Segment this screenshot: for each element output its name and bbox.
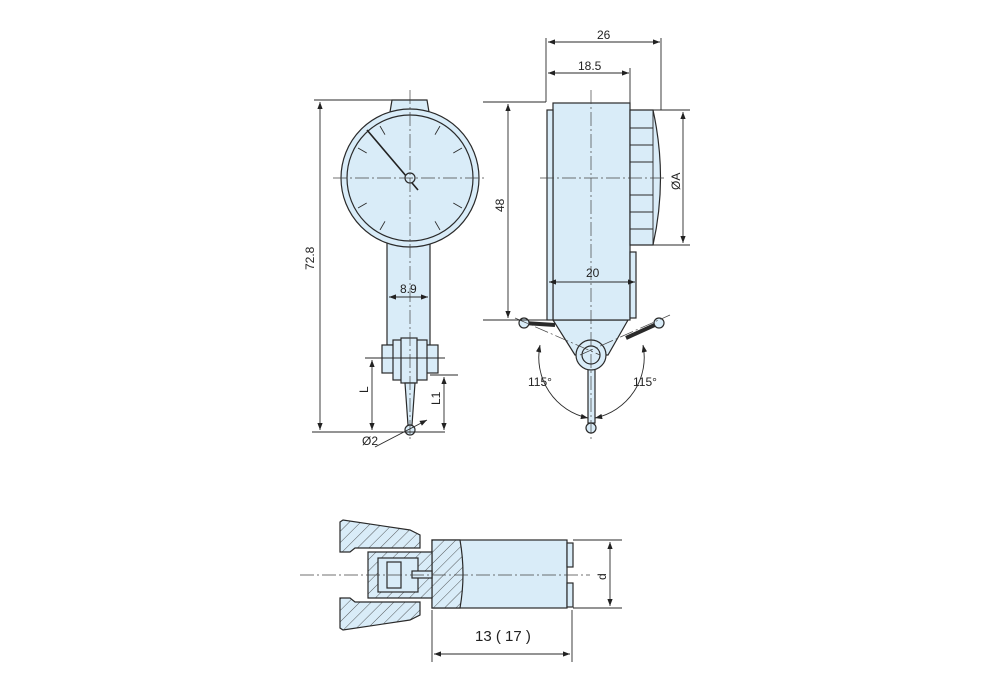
dial-tick [357, 202, 367, 209]
dim-body-width: 20 [586, 266, 600, 280]
side-view: 115° 115° 26 18.5 48 ØA 20 [483, 28, 690, 440]
ball-left [518, 317, 530, 329]
dial-tick [357, 147, 367, 154]
dim-stem-length: 13 ( 17 ) [475, 628, 531, 645]
dim-depth-body: 18.5 [578, 59, 602, 73]
side-stylus [587, 364, 596, 424]
dim-body-height: 48 [493, 198, 507, 212]
dim-depth-total: 26 [597, 28, 611, 42]
dim-dial-dia: ØA [669, 173, 683, 190]
dial-tick [379, 221, 386, 231]
dim-angle-left: 115° [528, 375, 552, 389]
dim-L: L [357, 386, 371, 393]
dim-L1: L1 [429, 391, 443, 405]
dial-side [629, 109, 662, 246]
side-tab [629, 251, 637, 319]
dim-stem-dia: d [595, 573, 609, 580]
stem-body [386, 239, 431, 346]
dial-tick [453, 147, 463, 154]
dial-tick [434, 125, 441, 135]
dial-tick [453, 202, 463, 209]
side-strip [546, 109, 554, 321]
dial-tick [379, 125, 386, 135]
dial-ticks [357, 125, 463, 231]
side-body [552, 102, 631, 321]
dial-tick [434, 221, 441, 231]
collar-top [339, 519, 421, 553]
front-view: 72.8 8.9 L L1 Ø2 [303, 90, 487, 448]
ball-right [653, 317, 665, 329]
dim-stem-width: 8.9 [400, 282, 417, 296]
collar-bottom [339, 597, 421, 631]
stylus-holder [400, 337, 418, 384]
dim-ball-dia: Ø2 [362, 434, 378, 448]
dim-overall-height: 72.8 [303, 246, 317, 270]
arm-right [625, 321, 660, 340]
bottom-view: d 13 ( 17 ) [300, 519, 622, 662]
dim-angle-right: 115° [633, 375, 657, 389]
